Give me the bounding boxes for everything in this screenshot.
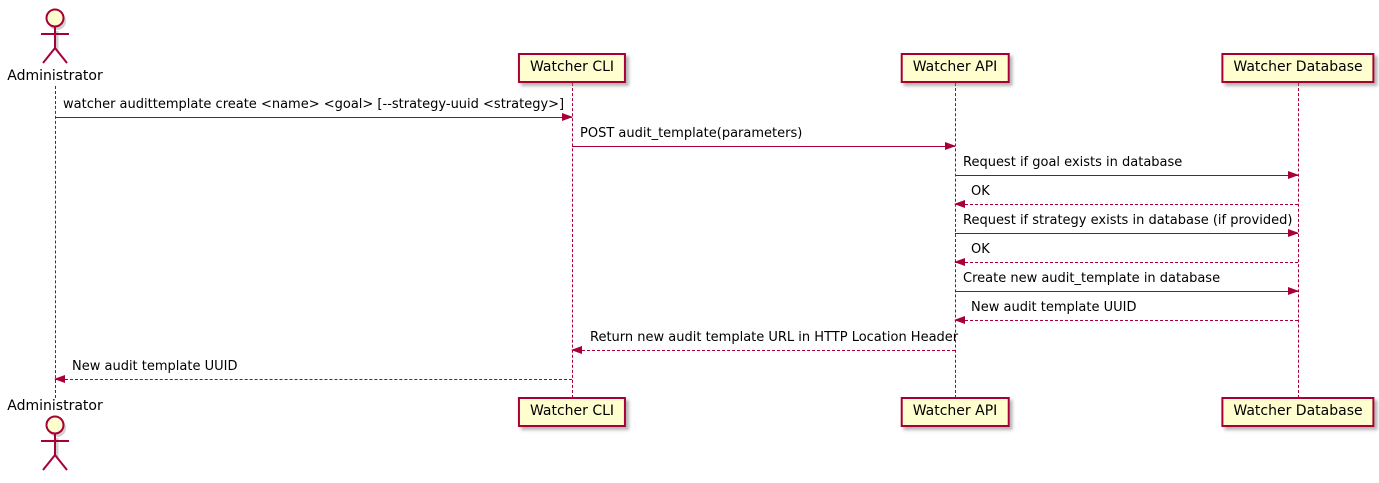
arrowhead-icon bbox=[1288, 229, 1299, 237]
message-arrow bbox=[955, 229, 1299, 237]
lifeline-watcher-database bbox=[1298, 83, 1299, 398]
message-arrow bbox=[954, 258, 1298, 266]
message-request-strategy-exists: Request if strategy exists in database (… bbox=[955, 213, 1299, 237]
message-arrow bbox=[571, 346, 955, 354]
message-new-audit-template-uuid-db: New audit template UUID bbox=[954, 300, 1298, 324]
message-label: OK bbox=[971, 242, 990, 257]
message-label: Create new audit_template in database bbox=[963, 271, 1221, 286]
message-label: OK bbox=[971, 184, 990, 199]
lifeline-watcher-cli bbox=[572, 83, 573, 398]
message-return-url-location-header: Return new audit template URL in HTTP Lo… bbox=[571, 330, 959, 354]
message-label: POST audit_template(parameters) bbox=[580, 126, 803, 141]
message-label: New audit template UUID bbox=[72, 359, 238, 374]
message-arrow bbox=[54, 375, 572, 383]
arrowhead-icon bbox=[562, 113, 573, 121]
arrowhead-icon bbox=[954, 258, 965, 266]
arrowhead-icon bbox=[954, 316, 965, 324]
message-post-audit-template: POST audit_template(parameters) bbox=[572, 126, 956, 150]
message-label: Request if goal exists in database bbox=[963, 155, 1183, 170]
message-arrow bbox=[55, 113, 573, 121]
participant-watcher-cli-top: Watcher CLI bbox=[517, 53, 627, 83]
actor-administrator-label-bottom: Administrator bbox=[7, 398, 103, 414]
lifeline-watcher-api bbox=[955, 83, 956, 398]
arrowhead-icon bbox=[945, 142, 956, 150]
actor-administrator-icon-top bbox=[35, 7, 75, 71]
message-arrow bbox=[572, 142, 956, 150]
arrowhead-icon bbox=[571, 346, 582, 354]
message-label: Request if strategy exists in database (… bbox=[963, 213, 1293, 228]
arrowhead-icon bbox=[1288, 287, 1299, 295]
stick-figure-icon bbox=[41, 415, 69, 471]
actor-administrator-icon-bottom bbox=[35, 414, 75, 478]
message-label: watcher audittemplate create <name> <goa… bbox=[63, 97, 565, 112]
lifeline-administrator bbox=[55, 86, 56, 398]
arrowhead-icon bbox=[54, 375, 65, 383]
message-cli-create-command: watcher audittemplate create <name> <goa… bbox=[55, 97, 573, 121]
participant-watcher-database-bottom: Watcher Database bbox=[1221, 397, 1375, 427]
stick-figure-icon bbox=[41, 8, 69, 64]
message-arrow bbox=[955, 171, 1299, 179]
message-create-audit-template-db: Create new audit_template in database bbox=[955, 271, 1299, 295]
message-arrow bbox=[954, 200, 1298, 208]
message-arrow bbox=[955, 287, 1299, 295]
message-request-goal-exists: Request if goal exists in database bbox=[955, 155, 1299, 179]
message-arrow bbox=[954, 316, 1298, 324]
actor-administrator-label-top: Administrator bbox=[7, 68, 103, 84]
participant-watcher-api-bottom: Watcher API bbox=[900, 397, 1010, 427]
message-ok-goal: OK bbox=[954, 184, 1298, 208]
participant-watcher-cli-bottom: Watcher CLI bbox=[517, 397, 627, 427]
participant-watcher-api-top: Watcher API bbox=[900, 53, 1010, 83]
message-new-audit-template-uuid-cli: New audit template UUID bbox=[54, 359, 572, 383]
message-label: New audit template UUID bbox=[971, 300, 1137, 315]
arrowhead-icon bbox=[1288, 171, 1299, 179]
message-ok-strategy: OK bbox=[954, 242, 1298, 266]
participant-watcher-database-top: Watcher Database bbox=[1221, 53, 1375, 83]
message-label: Return new audit template URL in HTTP Lo… bbox=[590, 330, 959, 345]
arrowhead-icon bbox=[954, 200, 965, 208]
